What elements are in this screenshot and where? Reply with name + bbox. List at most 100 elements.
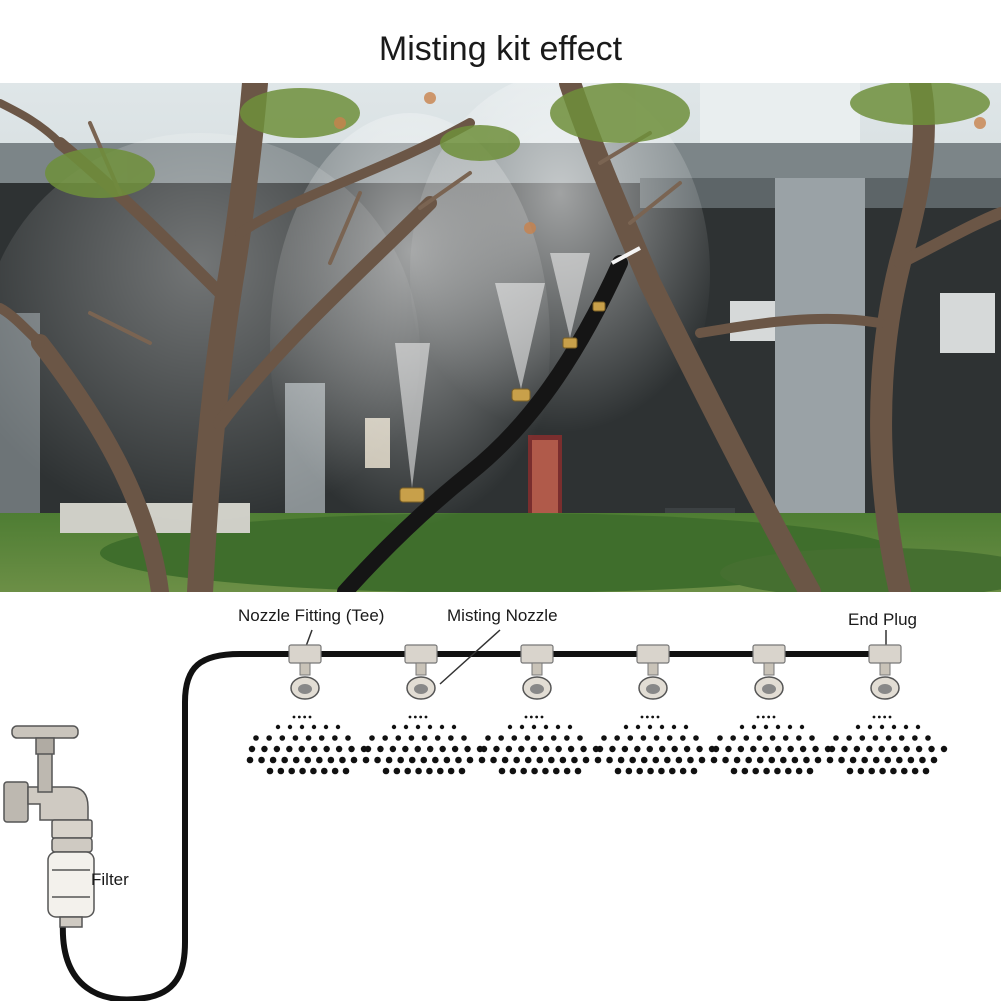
spray-droplet <box>803 756 810 764</box>
spray-droplet <box>841 745 848 753</box>
nozzle-stem <box>299 662 311 676</box>
spray-droplet <box>427 745 434 753</box>
spray-droplet <box>768 756 776 764</box>
spray-droplet <box>531 767 538 775</box>
spray-droplet <box>415 724 421 730</box>
spray-droplet <box>761 715 765 719</box>
spray-droplet <box>698 756 706 764</box>
spray-droplet <box>647 767 654 775</box>
spray-droplet <box>377 745 384 753</box>
spray-droplet <box>348 745 355 753</box>
spray-droplet <box>846 767 854 775</box>
spray-droplet <box>784 767 792 775</box>
spray-droplet <box>687 756 694 764</box>
spray-droplet <box>439 745 446 753</box>
spray-droplet <box>900 767 908 775</box>
spray-droplet <box>542 767 549 775</box>
spray-droplet <box>647 724 653 730</box>
spray-droplet <box>408 715 412 719</box>
spray-droplet <box>693 735 699 741</box>
spray-droplet <box>543 724 549 730</box>
spray-droplet <box>730 735 736 741</box>
spray-droplet <box>741 767 749 775</box>
spray-droplet <box>710 756 718 764</box>
spray-droplet <box>298 745 305 753</box>
spray-droplet <box>653 735 660 741</box>
spray-droplet <box>458 767 466 775</box>
spray-droplet <box>849 756 857 764</box>
spray-droplet <box>791 756 799 764</box>
spray-droplet <box>461 735 467 741</box>
spray-droplet <box>519 724 525 730</box>
spray-droplet <box>891 745 898 753</box>
spray-droplet <box>668 767 676 775</box>
nozzle-orifice <box>298 684 312 694</box>
spray-droplet <box>928 745 935 753</box>
spray-droplet <box>680 735 686 741</box>
spray-droplet <box>640 735 647 741</box>
misting-kit-diagram: Nozzle Fitting (Tee) Misting Nozzle End … <box>0 592 1001 1001</box>
spray-pattern <box>826 715 948 775</box>
spray-droplet <box>683 745 691 753</box>
spray-droplet <box>806 767 814 775</box>
spray-droplet <box>912 735 918 741</box>
spray-droplet <box>426 767 433 775</box>
spray-droplet <box>335 724 341 730</box>
spray-droplet <box>531 724 537 730</box>
spray-droplet <box>287 724 293 730</box>
spray-droplet <box>809 735 815 741</box>
spray-droplet <box>855 724 861 730</box>
spray-droplet <box>868 767 876 775</box>
spray-droplet <box>498 735 504 741</box>
spray-droplet <box>448 735 454 741</box>
spray-droplet <box>675 756 683 764</box>
spray-droplet <box>310 767 317 775</box>
nozzle-fitting-tee <box>404 644 438 664</box>
spray-droplet <box>537 735 544 741</box>
spray-droplet <box>872 756 880 764</box>
spray-droplet <box>253 735 259 741</box>
spray-droplet <box>859 735 866 741</box>
nozzle-fitting-tee <box>288 644 322 664</box>
spray-droplet <box>304 756 312 764</box>
spray-droplet <box>596 745 604 753</box>
spray-droplet <box>867 724 873 730</box>
spray-droplet <box>567 745 575 753</box>
spray-droplet <box>543 745 550 753</box>
spray-droplet <box>552 767 560 775</box>
spray-droplet <box>318 735 325 741</box>
spray-droplet <box>466 756 474 764</box>
spray-droplet <box>369 735 375 741</box>
spray-droplet <box>299 767 306 775</box>
spray-droplet <box>277 767 285 775</box>
spray-droplet <box>436 767 444 775</box>
spray-droplet <box>833 735 839 741</box>
spray-droplet <box>464 745 471 753</box>
spray-droplet <box>891 724 897 730</box>
spray-droplet <box>524 715 528 719</box>
spray-droplet <box>292 735 299 741</box>
spray-droplet <box>432 756 439 764</box>
spray-droplet <box>261 745 268 753</box>
spray-droplet <box>594 756 602 764</box>
spray-droplet <box>787 724 793 730</box>
label-end-plug: End Plug <box>848 610 917 629</box>
spray-droplet <box>350 756 358 764</box>
nozzle-orifice <box>414 684 428 694</box>
spray-droplet <box>652 756 660 764</box>
spray-droplet <box>385 756 393 764</box>
spray-droplet <box>548 756 555 764</box>
spray-droplet <box>883 715 887 719</box>
spray-droplet <box>636 767 644 775</box>
spray-droplet <box>751 724 757 730</box>
spray-droplet <box>580 745 587 753</box>
spray-droplet <box>606 756 613 764</box>
spray-droplet <box>930 756 938 764</box>
spray-droplet <box>577 735 583 741</box>
spray-droplet <box>640 756 648 764</box>
nozzle-fitting-tee <box>752 644 786 664</box>
spray-droplet <box>621 745 629 753</box>
spray-droplet <box>530 745 537 753</box>
spray-droplet <box>903 745 910 753</box>
spray-droplet <box>795 767 803 775</box>
